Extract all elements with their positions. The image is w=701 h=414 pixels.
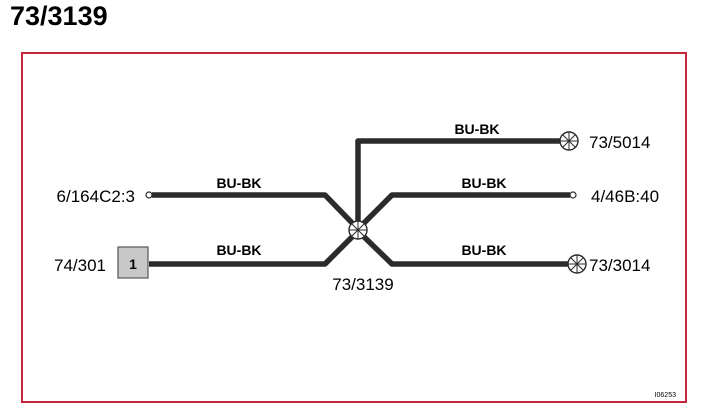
wire-right-middle: [356, 192, 570, 231]
wire-label-left-bottom: BU-BK: [216, 242, 261, 258]
wire-label-right-middle: BU-BK: [461, 175, 506, 191]
endpoint-label-left-bottom: 74/301: [54, 256, 106, 275]
page-title: 73/3139: [10, 1, 108, 31]
diagram-frame: [21, 52, 687, 403]
wire-label-right-bottom: BU-BK: [461, 242, 506, 258]
endpoint-label-right-bottom: 73/3014: [589, 256, 650, 275]
splice-label: 73/3139: [332, 275, 393, 294]
endpoint-label-left-top: 6/164C2:3: [57, 187, 135, 206]
reference-code: I06253: [655, 392, 677, 399]
wire-right-top: [355, 138, 562, 229]
wire-left-top: [152, 192, 360, 231]
terminal-right-middle-icon: [569, 191, 577, 199]
wire-label-left-top: BU-BK: [216, 175, 261, 191]
connector-box-icon: [117, 246, 149, 279]
wire-left-bottom: [149, 229, 360, 267]
endpoint-label-right-top: 73/5014: [589, 133, 650, 152]
connector-pin-label: 1: [129, 256, 137, 272]
wire-label-right-top: BU-BK: [454, 121, 499, 137]
endpoint-label-right-middle: 4/46B:40: [591, 187, 659, 206]
lamp-right-bottom-icon: [567, 254, 587, 274]
splice-icon: [348, 220, 368, 240]
lamp-right-top-icon: [559, 131, 579, 151]
terminal-left-top-icon: [145, 191, 153, 199]
wire-right-bottom: [356, 229, 569, 267]
